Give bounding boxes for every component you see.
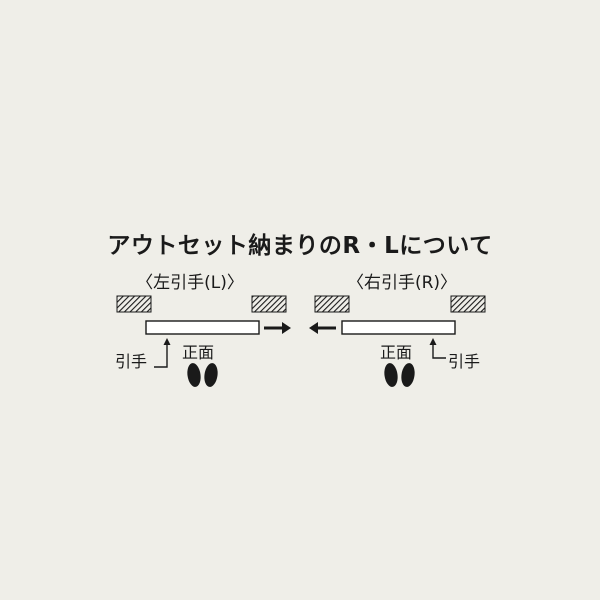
right-slide-arrow-icon bbox=[309, 322, 336, 334]
left-diagram-heading: 〈左引手(L)〉 bbox=[136, 273, 244, 293]
left-handle-label: 引手 bbox=[115, 352, 148, 371]
right-footprints-icon bbox=[384, 363, 415, 387]
left-wall-right bbox=[251, 295, 287, 313]
left-wall-left bbox=[116, 295, 152, 313]
page-title: アウトセット納まりのR・Lについて bbox=[107, 233, 493, 259]
right-handle-pointer-icon bbox=[429, 338, 446, 359]
left-door-panel bbox=[145, 320, 260, 335]
left-front-label: 正面 bbox=[182, 343, 215, 362]
left-handle-pointer-icon bbox=[154, 338, 171, 368]
left-footprints-icon bbox=[187, 363, 218, 387]
right-front-label: 正面 bbox=[380, 343, 413, 362]
right-wall-left bbox=[314, 295, 350, 313]
right-door-panel bbox=[341, 320, 456, 335]
right-handle-label: 引手 bbox=[448, 352, 481, 371]
right-wall-right bbox=[450, 295, 486, 313]
left-door-diagram bbox=[116, 295, 291, 387]
left-slide-arrow-icon bbox=[264, 322, 291, 334]
right-door-diagram bbox=[309, 295, 486, 387]
right-diagram-heading: 〈右引手(R)〉 bbox=[346, 273, 458, 293]
